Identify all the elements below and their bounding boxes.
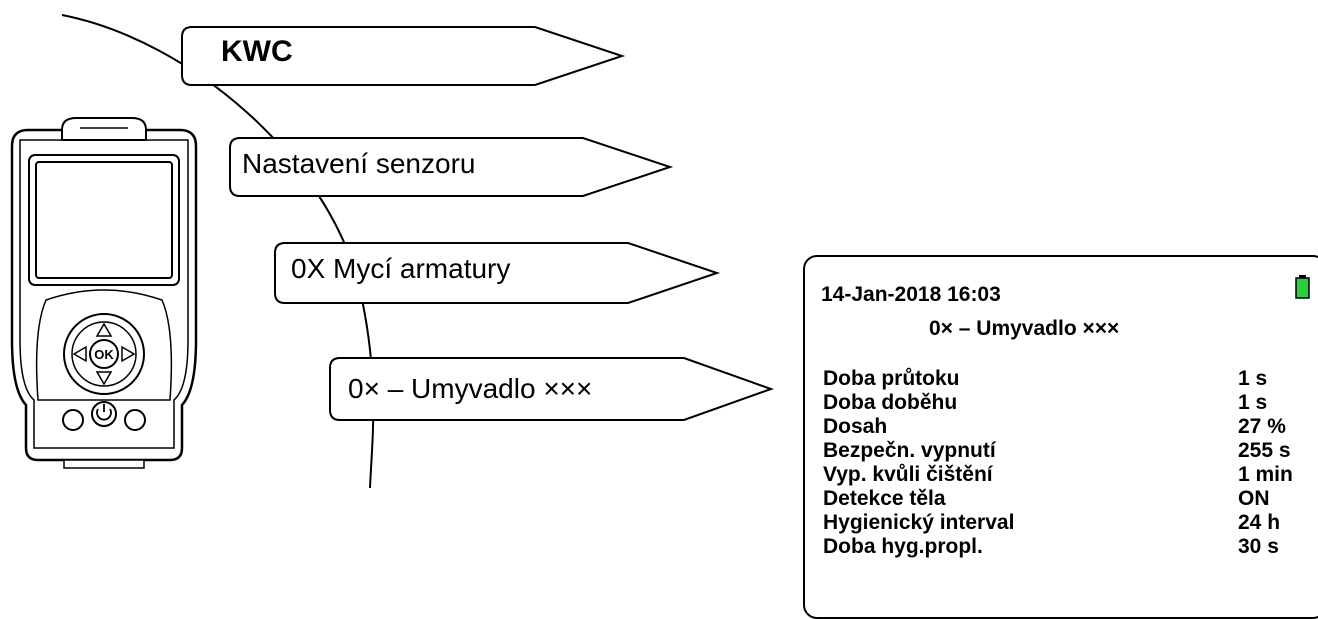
setting-label: Vyp. kvůli čištění: [823, 463, 993, 486]
setting-value: 30 s: [1238, 535, 1279, 558]
arrow-left-icon: [72, 345, 87, 363]
ok-button: [89, 339, 119, 369]
setting-label: Dosah: [823, 415, 888, 438]
menu-tag-sensor-settings: [229, 137, 674, 197]
setting-row: Doba hyg.propl. 30 s: [823, 535, 1293, 559]
diagram-artwork: OK: [10, 14, 774, 489]
setting-row: Doba doběhu 1 s: [823, 391, 1293, 415]
remote-control: [10, 117, 198, 469]
setting-label: Doba doběhu: [823, 391, 958, 414]
setting-label: Doba průtoku: [823, 367, 960, 390]
menu-label-basin: 0× – Umyvadlo ×××: [348, 373, 593, 404]
setting-label: Hygienický interval: [823, 511, 1015, 534]
arrow-right-icon: [121, 345, 136, 363]
setting-value: 1 s: [1238, 391, 1268, 414]
setting-label: Bezpečn. vypnutí: [823, 439, 996, 462]
setting-value: 1 s: [1238, 367, 1268, 390]
setting-row: Hygienický interval 24 h: [823, 511, 1293, 535]
device-screen: 14-Jan-2018 16:03 0× – Umyvadlo ××× Doba…: [803, 255, 1318, 619]
setting-row: Doba průtoku 1 s: [823, 367, 1293, 391]
power-icon: [91, 401, 117, 427]
right-function-icon: [124, 409, 146, 431]
setting-label: Detekce těla: [823, 487, 946, 510]
setting-value: 27 %: [1238, 415, 1286, 438]
menu-label-sensor-settings: Nastavení senzoru: [242, 148, 476, 179]
left-function-icon: [62, 409, 84, 431]
setting-row: Detekce těla ON: [823, 487, 1293, 511]
menu-label-wash-fittings: 0X Mycí armatury: [291, 253, 511, 284]
setting-value: ON: [1238, 487, 1270, 510]
setting-label: Doba hyg.propl.: [823, 535, 983, 558]
setting-row: Vyp. kvůli čištění 1 min: [823, 463, 1293, 487]
setting-value: 1 min: [1238, 463, 1293, 486]
menu-label-kwc: KWC: [221, 35, 293, 68]
setting-value: 255 s: [1238, 439, 1291, 462]
screen-title: 0× – Umyvadlo ×××: [929, 317, 1120, 340]
arrow-up-icon: [95, 322, 113, 337]
ok-button-label: OK: [94, 347, 114, 362]
menu-tag-wash-fittings: [274, 242, 721, 304]
setting-row: Dosah 27 %: [823, 415, 1293, 439]
setting-row: Bezpečn. vypnutí 255 s: [823, 439, 1293, 463]
menu-tag-kwc: [181, 26, 626, 86]
screen-datetime: 14-Jan-2018 16:03: [821, 283, 1001, 306]
menu-tag-basin: [329, 357, 774, 421]
setting-value: 24 h: [1238, 511, 1281, 534]
arrow-down-icon: [95, 371, 113, 386]
battery-icon: [1295, 275, 1310, 299]
